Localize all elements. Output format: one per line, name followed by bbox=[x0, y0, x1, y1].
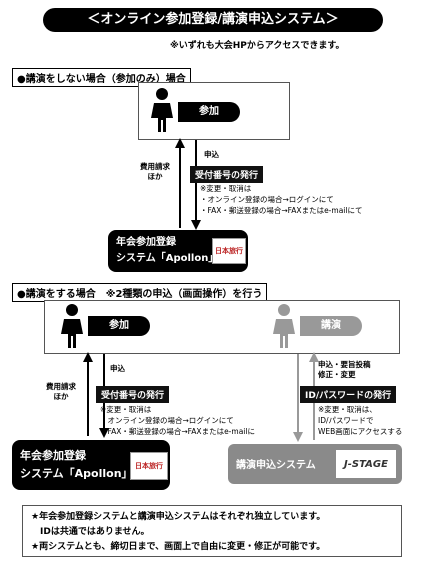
speaker-apply-label: 申込・要旨投稿 修正・変更 bbox=[318, 360, 371, 379]
participant-label-2: 参加 bbox=[88, 316, 150, 336]
speaker-notes: ※変更・取消は、 ID/パスワードで WEB画面にアクセスする bbox=[318, 404, 402, 437]
note-line: ・オンライン登録の場合→ログインにて bbox=[100, 416, 234, 425]
speaker-label: 講演 bbox=[300, 316, 362, 336]
note-line: ・FAX・郵送登録の場合→FAXまたはe-mailにて bbox=[200, 206, 363, 215]
bottom-note-line: ★年会参加登録システムと講演申込システムはそれぞれ独立しています。 bbox=[31, 512, 326, 522]
cost-label-1: 費用請求 ほか bbox=[140, 162, 170, 181]
participant-label: 参加 bbox=[178, 102, 240, 122]
receipt-label-1: 受付番号の発行 bbox=[190, 166, 264, 183]
note-line: WEB画面にアクセスする bbox=[318, 427, 403, 436]
note-line: ※変更・取消は bbox=[200, 184, 252, 193]
apollon-system-box-2: 年会参加登録 システム「Apollon」 日本旅行 bbox=[12, 440, 170, 490]
bottom-note-line: IDは共通ではありません。 bbox=[31, 527, 150, 537]
note-line: ・オンライン登録の場合→ログインにて bbox=[200, 195, 334, 204]
note-line: ID/パスワードで bbox=[318, 416, 374, 425]
speaker-system-box: 講演申込システム J-STAGE bbox=[228, 444, 402, 484]
notes-1: ※変更・取消は ・オンライン登録の場合→ログインにて ・FAX・郵送登録の場合→… bbox=[200, 183, 362, 216]
note-line: ・FAX・郵送登録の場合→FAXまたはe-mailに bbox=[100, 427, 255, 436]
nippon-travel-logo: 日本旅行 bbox=[212, 238, 246, 264]
system-name-2: 年会参加登録 システム「Apollon」 bbox=[20, 449, 133, 480]
bottom-notes: ★年会参加登録システムと講演申込システムはそれぞれ独立しています。 IDは共通で… bbox=[22, 505, 402, 557]
apollon-system-box: 年会参加登録 システム「Apollon」 日本旅行 bbox=[108, 230, 248, 272]
cost-label-2: 費用請求 ほか bbox=[46, 382, 76, 401]
note-line: ※変更・取消は bbox=[100, 405, 152, 414]
speaker-system-name: 講演申込システム bbox=[236, 460, 316, 471]
note-line: ※変更・取消は、 bbox=[318, 405, 377, 414]
bottom-note-line: ★両システムとも、締切日まで、画面上で自由に変更・修正が可能です。 bbox=[31, 542, 326, 552]
notes-2: ※変更・取消は ・オンライン登録の場合→ログインにて ・FAX・郵送登録の場合→… bbox=[100, 404, 255, 437]
access-note: ※いずれも大会HPからアクセスできます。 bbox=[170, 41, 345, 51]
person-icon bbox=[151, 88, 173, 132]
jstage-logo: J-STAGE bbox=[336, 450, 396, 478]
system-name: 年会参加登録 システム「Apollon」 bbox=[116, 237, 219, 264]
apply-label-1: 申込 bbox=[204, 150, 219, 159]
page-title: ＜オンライン参加登録/講演申込システム＞ bbox=[43, 8, 383, 32]
person-icon bbox=[273, 304, 295, 348]
receipt-label-2: 受付番号の発行 bbox=[96, 386, 170, 403]
nippon-travel-logo: 日本旅行 bbox=[130, 452, 168, 480]
apply-label-2: 申込 bbox=[110, 364, 125, 373]
person-icon bbox=[61, 304, 83, 348]
id-password-label: ID/パスワードの発行 bbox=[300, 386, 397, 403]
